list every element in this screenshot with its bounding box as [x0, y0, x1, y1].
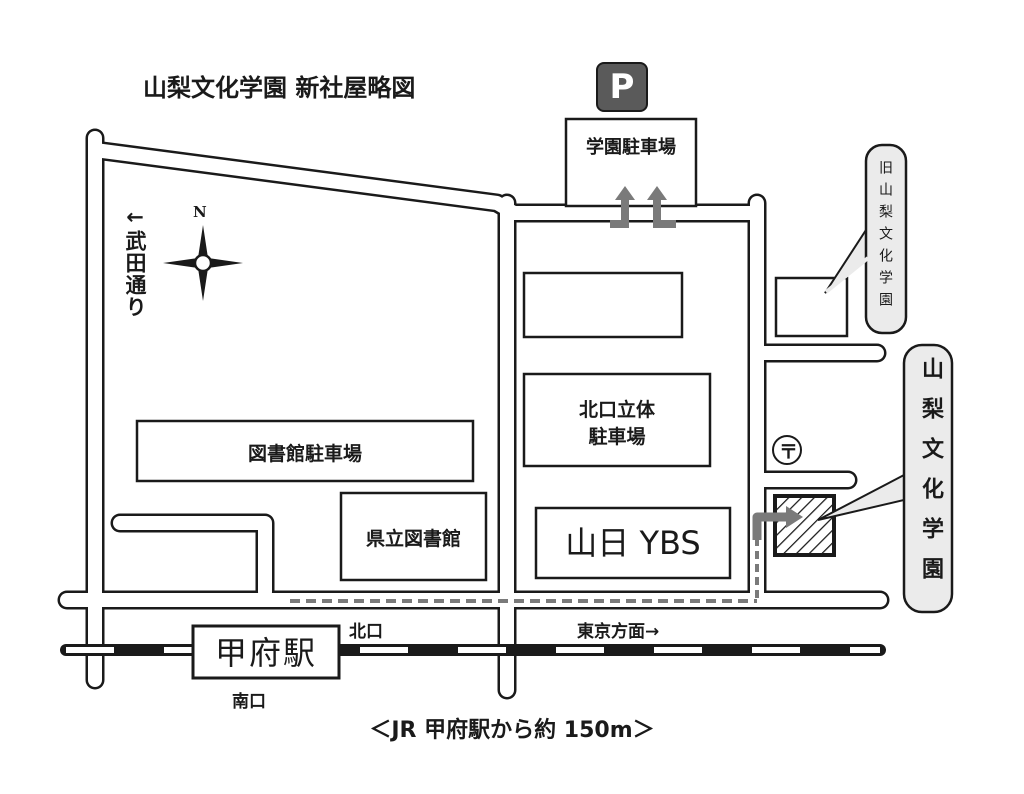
- library-parking-block: [135, 419, 475, 483]
- post-office-icon: [772, 435, 802, 465]
- gakuen-parking-label: 学園駐車場: [586, 137, 676, 158]
- parking-entrance-arrows: [610, 198, 676, 228]
- sannichi-ybs-block: [534, 506, 732, 580]
- kitaguchi-parking-label-line1: 北口立体: [578, 399, 655, 421]
- kofu-station-box: [191, 624, 341, 680]
- old-school-block: [774, 276, 849, 338]
- minamiguchi-exit-label: 南口: [232, 692, 266, 712]
- compass-north-label: N: [193, 203, 207, 221]
- gakuen-parking-block: [564, 117, 698, 208]
- northern-block: [522, 271, 684, 339]
- post-office-symbol: 〒: [779, 441, 799, 463]
- old-school-callout: [864, 143, 908, 335]
- parking-icon: [596, 62, 648, 112]
- kitaguchi-parking-label-line2: 駐車場: [588, 426, 646, 448]
- footer-distance-note: ＜JR 甲府駅から約 150m＞: [369, 718, 655, 743]
- school-callout-label: 山梨文化学園: [918, 357, 943, 597]
- map-title: 山梨文化学園 新社屋略図: [143, 74, 416, 102]
- old-school-callout-label: 旧山梨文化学園: [877, 160, 893, 314]
- kofu-station-label: 甲府駅: [214, 634, 317, 672]
- sannichi-ybs-label: 山日 YBS: [565, 524, 701, 562]
- kitaguchi-parking-block: [522, 372, 712, 468]
- new-school-building: [773, 494, 836, 557]
- prefectural-library-label: 県立図書館: [365, 528, 461, 550]
- parking-sign-letter: P: [609, 67, 635, 107]
- prefectural-library-block: [339, 491, 488, 582]
- library-parking-label: 図書館駐車場: [247, 443, 362, 465]
- kitaguchi-exit-label: 北口: [349, 622, 383, 642]
- school-callout: [902, 343, 954, 614]
- takeda-street-label: ←武田通り: [123, 205, 147, 318]
- walking-route: [290, 506, 803, 603]
- compass-rose-icon: [163, 225, 243, 301]
- jr-railway: [60, 644, 886, 656]
- tokyo-direction-label: 東京方面→: [577, 622, 660, 642]
